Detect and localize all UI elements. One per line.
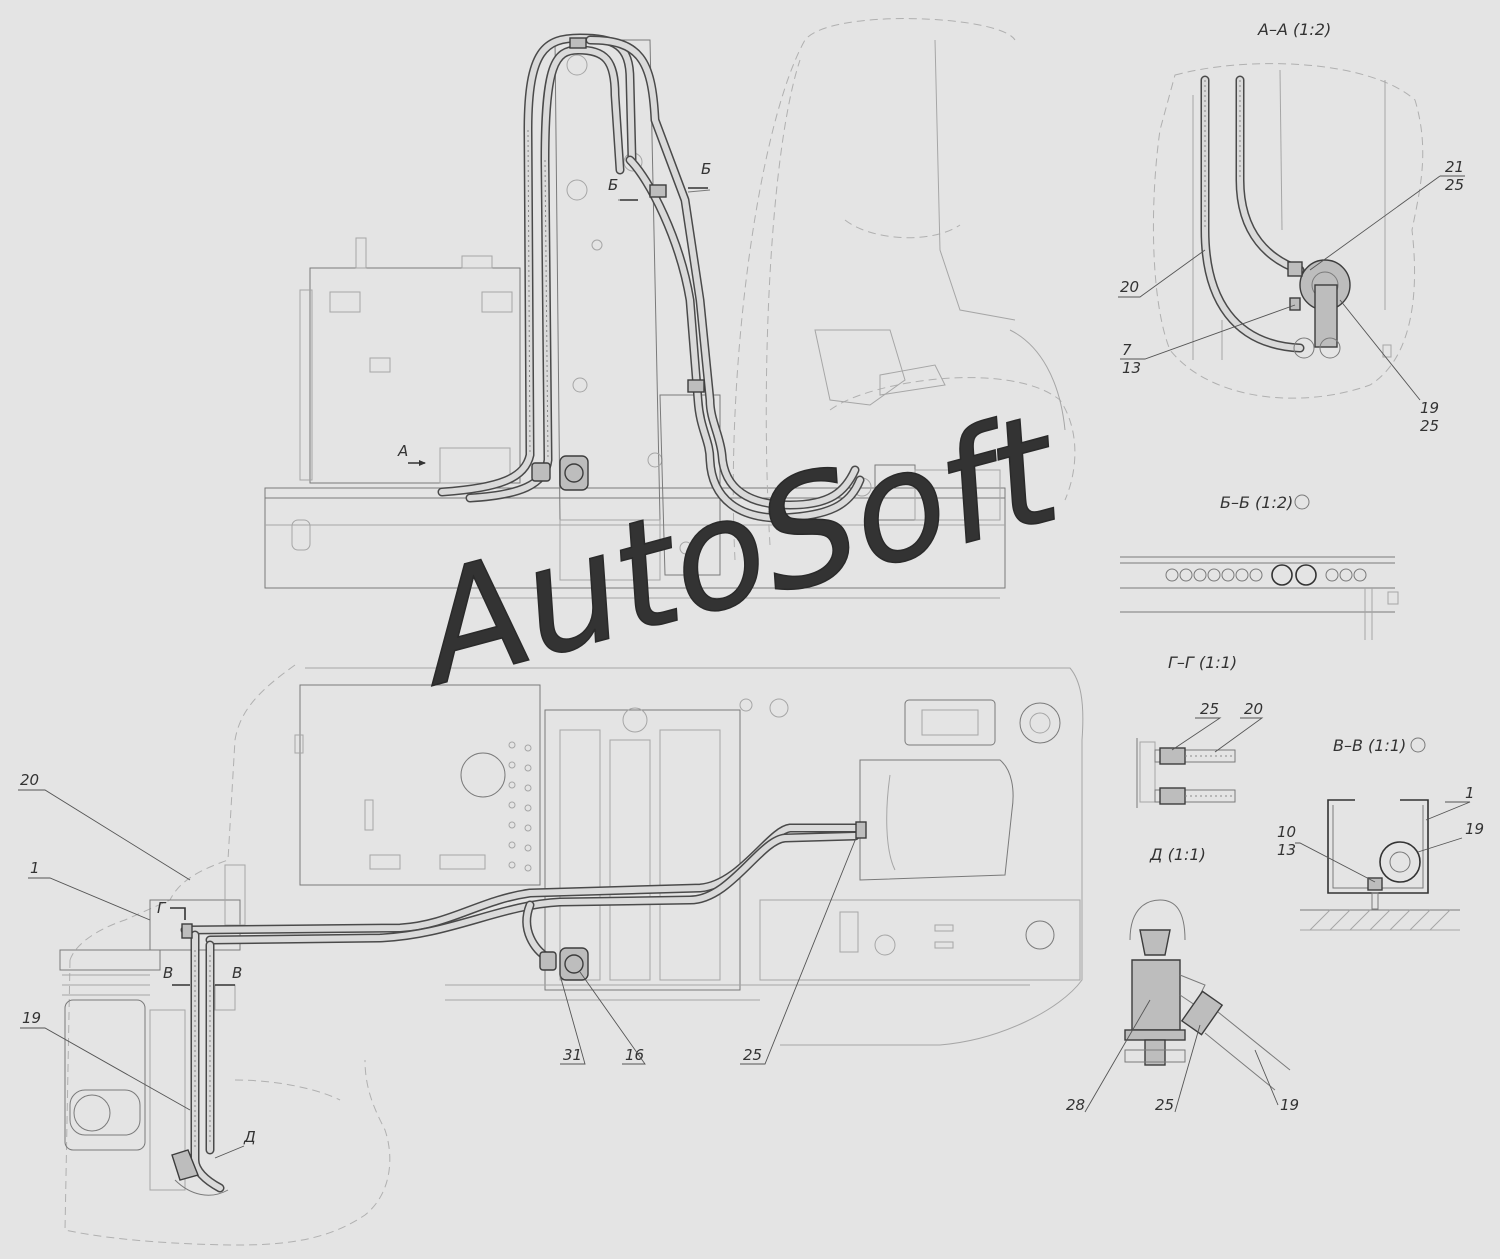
callout-aa-21: 21 [1445, 158, 1464, 176]
view-vv-title: В–В (1:1) [1333, 736, 1406, 755]
callout-vv-10: 10 [1277, 823, 1296, 841]
callout-aa-25a: 25 [1445, 176, 1464, 194]
callout-aa-25b: 25 [1420, 417, 1439, 435]
callout-gg-20: 20 [1244, 700, 1263, 718]
callout-aa-13: 13 [1122, 359, 1141, 377]
callout-aa-19: 19 [1420, 399, 1439, 417]
section-mark-d: Д [243, 1128, 256, 1146]
section-mark-v2: В [232, 964, 242, 982]
section-marks: А Б Б Г В В Д [157, 160, 711, 1159]
callout-vv-1: 1 [1465, 784, 1475, 802]
view-gg: Г–Г (1:1) 25 20 [1136, 653, 1264, 808]
view-d-title: Д (1:1) [1149, 845, 1206, 864]
bb-tube-bundle [1165, 564, 1367, 586]
upper-pipe-routing [437, 33, 865, 523]
vv-hatching [1309, 909, 1451, 931]
section-mark-g: Г [157, 899, 167, 917]
callout-d-19: 19 [1280, 1096, 1299, 1114]
watermark: AutoSoft [396, 382, 1079, 721]
view-bb-title: Б–Б (1:2) [1220, 493, 1293, 512]
connector-holes [508, 741, 532, 872]
view-d: Д (1:1) 28 25 19 [1066, 845, 1299, 1114]
callout-aa-20: 20 [1120, 278, 1139, 296]
callout-gg-25: 25 [1200, 700, 1219, 718]
section-mark-a: А [397, 442, 408, 460]
section-mark-v1: В [163, 964, 173, 982]
view-gg-title: Г–Г (1:1) [1168, 653, 1237, 672]
section-mark-b2: Б [701, 160, 711, 178]
lower-pipe-routing [171, 821, 867, 1196]
callout-vv-13: 13 [1277, 841, 1296, 859]
callout-aa-7: 7 [1122, 341, 1132, 359]
main-callouts: 20 1 19 31 16 25 [18, 771, 857, 1111]
rotation-icon-vv [1410, 737, 1426, 753]
callout-main-20: 20 [20, 771, 39, 789]
callout-main-16: 16 [625, 1046, 644, 1064]
view-bb: Б–Б (1:2) [1120, 493, 1399, 640]
lower-frame-structure [59, 664, 1084, 1246]
view-vv: В–В (1:1) 1 10 13 19 [1277, 736, 1484, 931]
callout-main-1: 1 [30, 859, 40, 877]
view-aa-title: А–А (1:2) [1257, 20, 1331, 39]
callout-main-31: 31 [563, 1046, 582, 1064]
callout-vv-19: 19 [1465, 820, 1484, 838]
callout-main-19: 19 [22, 1009, 41, 1027]
section-mark-b1: Б [608, 176, 618, 194]
view-aa: А–А (1:2) 21 25 20 7 13 19 25 [1118, 20, 1465, 435]
callout-d-25: 25 [1155, 1096, 1174, 1114]
rotation-icon [1294, 494, 1310, 510]
callout-main-25: 25 [743, 1046, 762, 1064]
callout-d-28: 28 [1066, 1096, 1085, 1114]
